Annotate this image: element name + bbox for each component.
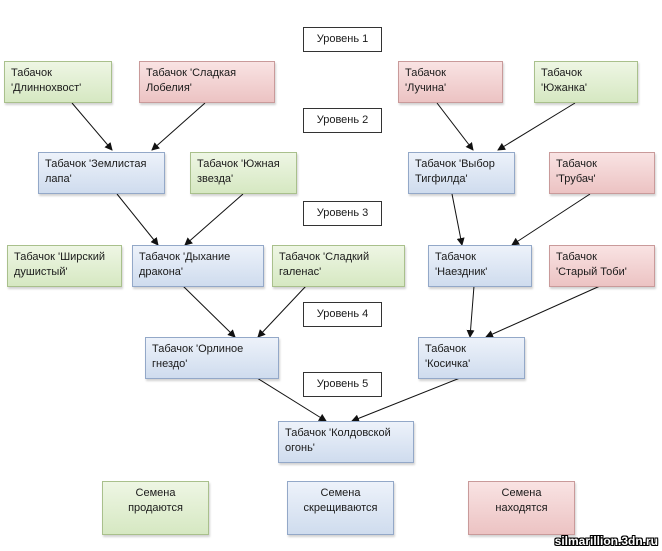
node-zemlistaya-lapa: Табачок 'Землистая лапа' — [38, 152, 165, 194]
arrow-naezdnik-to-kosichka — [466, 285, 475, 338]
arrow-kosichka-to-koldovskoy — [351, 377, 461, 423]
node-yuzhanka: Табачок 'Южанка' — [534, 61, 638, 103]
arrow-dlinnokhvost-to-zemlistaya — [71, 102, 113, 151]
node-yuzhnaya-zvezda: Табачок 'Южная звезда' — [190, 152, 297, 194]
legend-seeds-crossed: Семена скрещиваются — [287, 481, 394, 535]
node-shirsky-dushisty: Табачок 'Ширский душистый' — [7, 245, 122, 287]
node-naezdnik: Табачок 'Наездник' — [428, 245, 532, 287]
node-sladky-galenas: Табачок 'Сладкий галенас' — [272, 245, 405, 287]
node-orlinoe-gnezdo: Табачок 'Орлиное гнездо' — [145, 337, 279, 379]
watermark: silmarillion.3dn.ru — [554, 534, 658, 548]
level-5-label: Уровень 5 — [303, 372, 382, 397]
arrow-vybor-to-naezdnik — [451, 193, 465, 246]
node-trubach: Табачок 'Трубач' — [549, 152, 655, 194]
arrow-zemlistaya-to-dykhanie — [116, 193, 159, 246]
arrow-yuzhanka-to-vybor — [497, 102, 576, 151]
arrow-orlinoe-to-koldovskoy — [256, 377, 327, 422]
arrow-stary-tobi-to-kosichka — [485, 285, 601, 338]
node-kosichka: Табачок 'Косичка' — [418, 337, 525, 379]
node-luchina: Табачок 'Лучина' — [398, 61, 503, 103]
node-vybor-tigfilda: Табачок 'Выбор Тигфилда' — [408, 152, 515, 194]
node-koldovskoy-ogon: Табачок 'Колдовской огонь' — [278, 421, 414, 463]
level-1-label: Уровень 1 — [303, 27, 382, 52]
arrow-yuzhnaya-to-dykhanie — [184, 193, 244, 246]
level-3-label: Уровень 3 — [303, 201, 382, 226]
arrow-trubach-to-naezdnik — [511, 193, 591, 246]
level-2-label: Уровень 2 — [303, 108, 382, 133]
legend-seeds-sold: Семена продаются — [102, 481, 209, 535]
node-stary-tobi: Табачок 'Старый Тоби' — [549, 245, 655, 287]
arrow-dykhanie-to-orlinoe — [182, 285, 236, 338]
node-dykhanie-drakona: Табачок 'Дыхание дракона' — [132, 245, 264, 287]
arrow-galenas-to-orlinoe — [257, 285, 307, 338]
arrow-lobeliya-to-zemlistaya — [151, 102, 206, 151]
node-sladkaya-lobeliya: Табачок 'Сладкая Лобелия' — [139, 61, 275, 103]
legend-seeds-found: Семена находятся — [468, 481, 575, 535]
level-4-label: Уровень 4 — [303, 302, 382, 327]
node-dlinnokhvost: Табачок 'Длиннохвост' — [4, 61, 112, 103]
arrow-luchina-to-vybor — [436, 102, 474, 151]
